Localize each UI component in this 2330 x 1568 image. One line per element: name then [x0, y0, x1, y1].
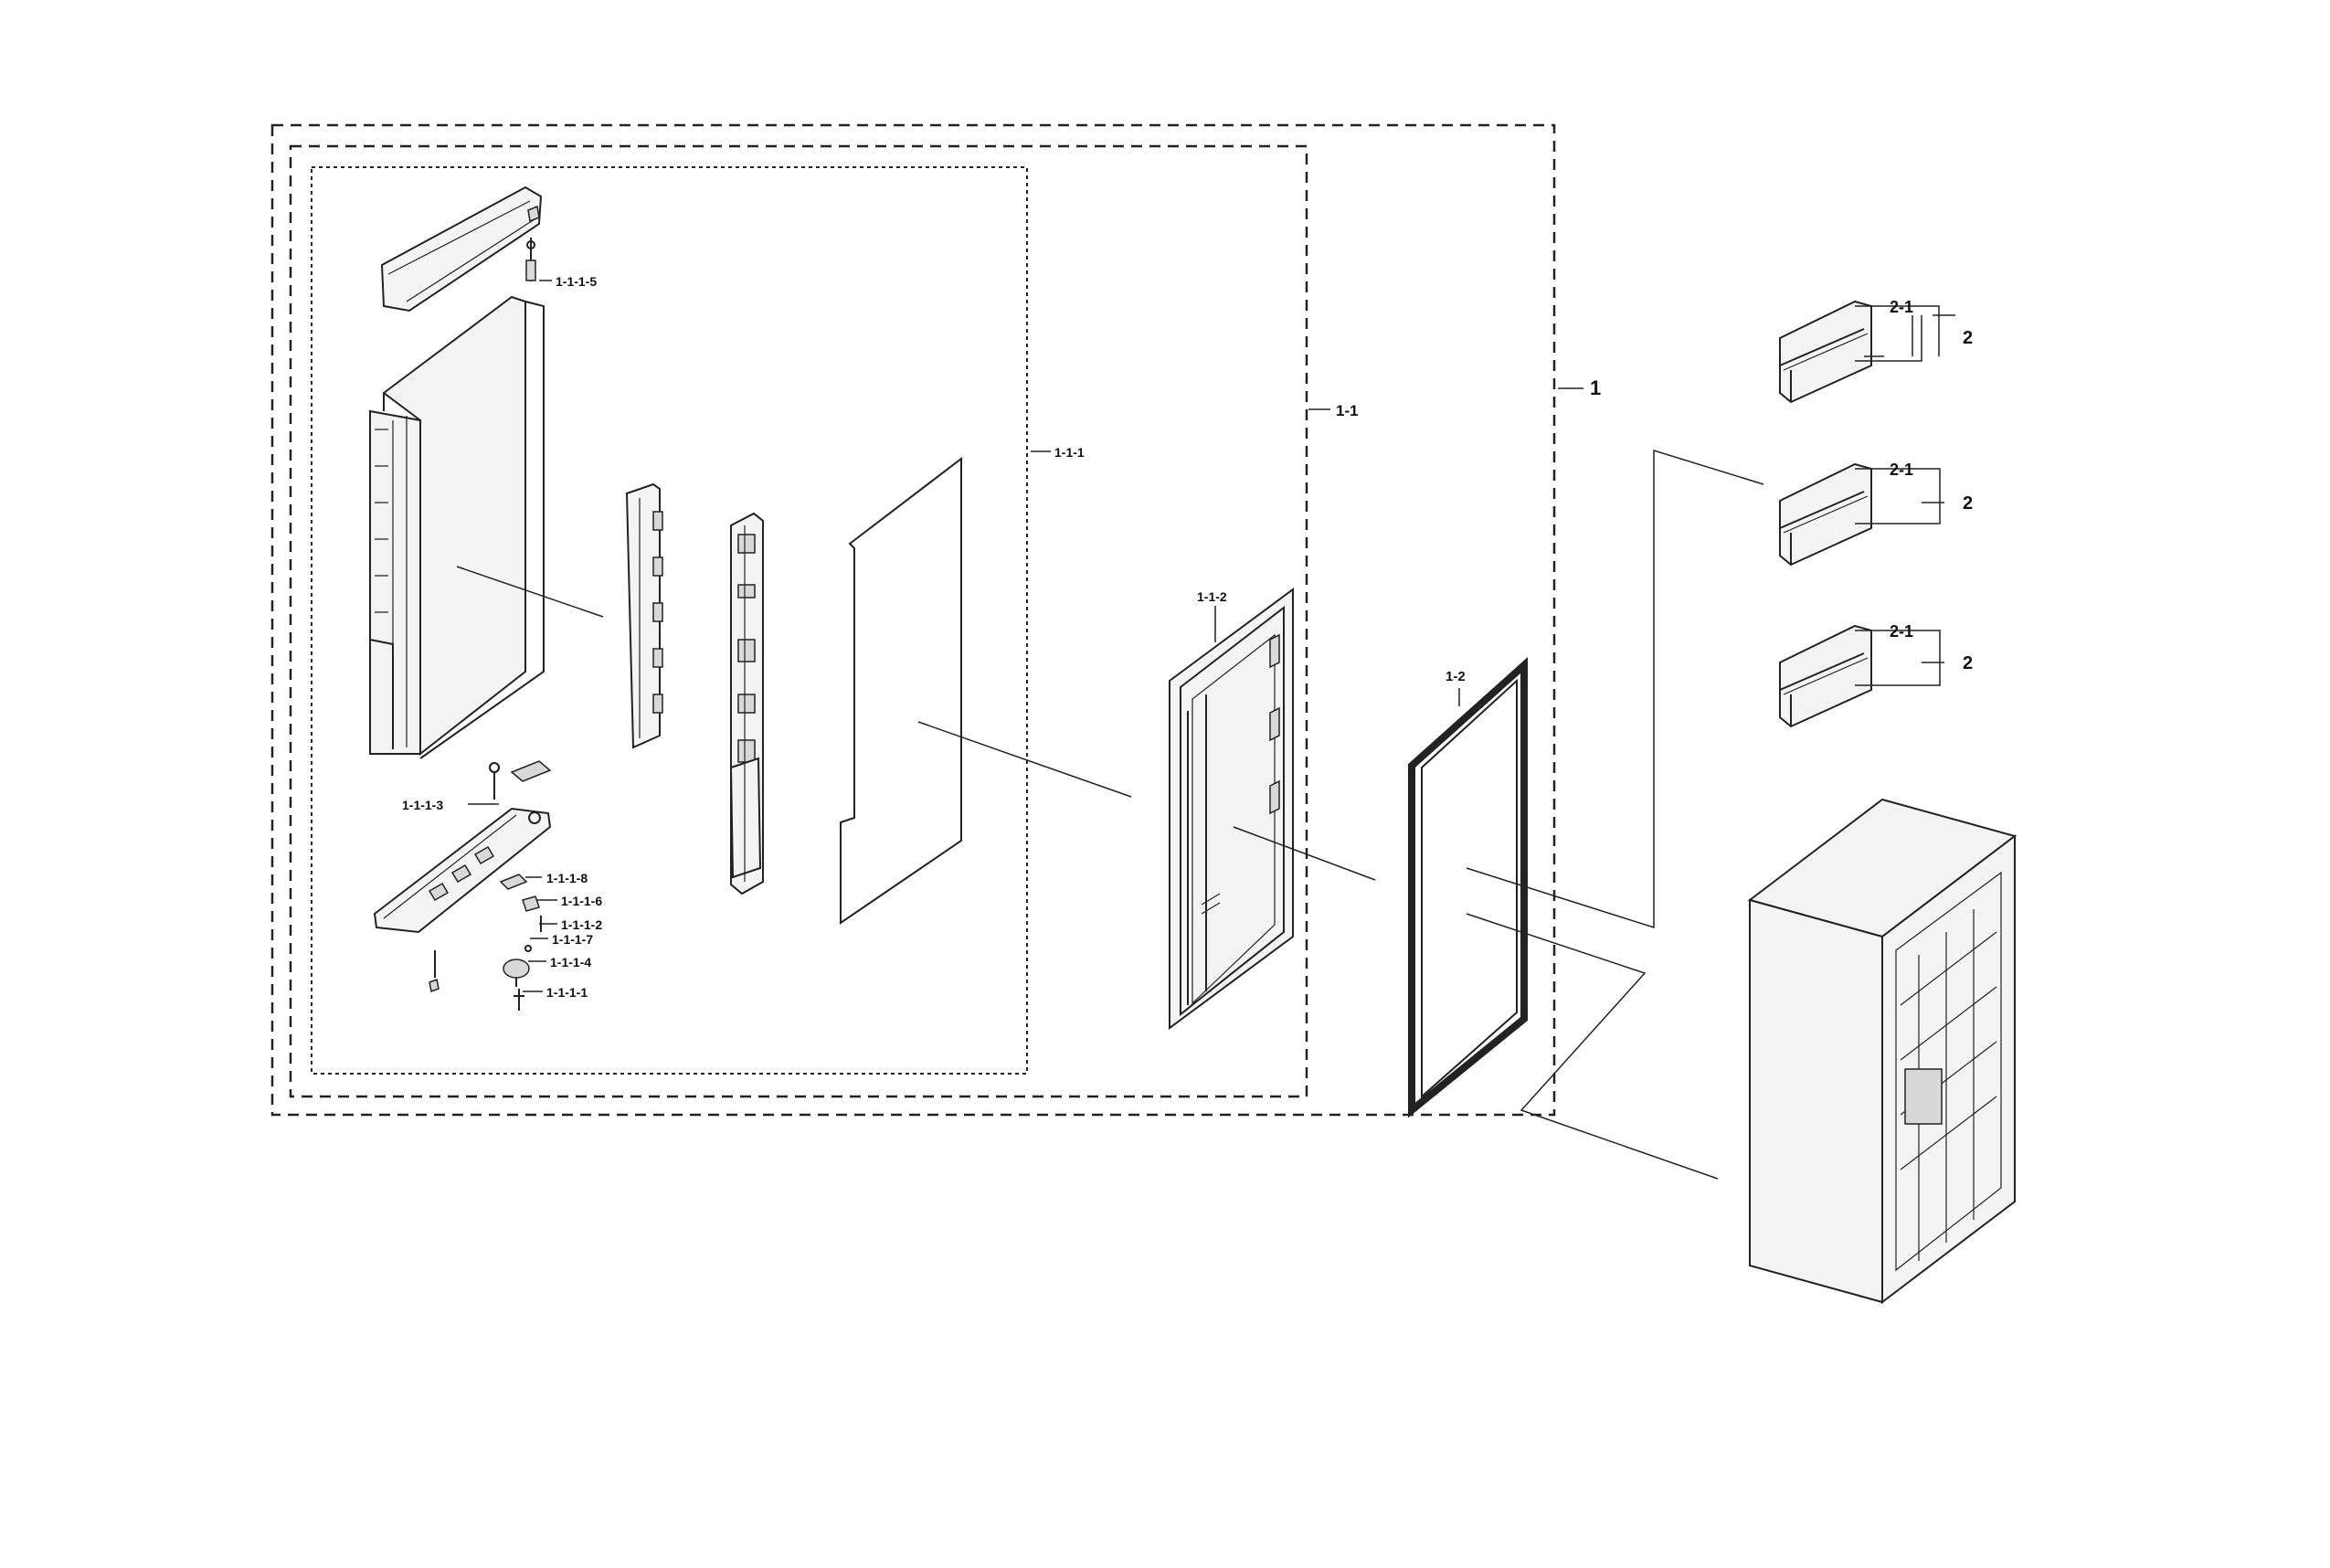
label-2-bottom: 2 — [1963, 653, 1973, 673]
refrigerator-cabinet — [1747, 798, 2018, 1305]
door-bin-2-1-middle — [1779, 462, 1872, 567]
door-cap-top — [380, 185, 543, 313]
label-2-1-top: 2-1 — [1890, 298, 1913, 316]
label-1: 1 — [1590, 376, 1601, 399]
door-hinge-trim — [729, 512, 764, 895]
door-bin-2-1-bottom — [1779, 624, 1872, 728]
label-1-1-1-5: 1-1-1-5 — [556, 274, 597, 289]
door-outer-panel — [369, 295, 545, 759]
leader-lines — [456, 449, 1764, 1180]
hinge-pin-1-1-1-8 — [499, 874, 528, 890]
label-1-1-1: 1-1-1 — [1054, 445, 1085, 460]
label-1-1-1-8: 1-1-1-8 — [546, 871, 588, 885]
door-inner-liner-1-1-2 — [1169, 588, 1294, 1030]
label-2-top: 2 — [1963, 328, 1973, 348]
label-2-1-bottom: 2-1 — [1890, 622, 1913, 641]
label-1-1: 1-1 — [1336, 402, 1359, 419]
washer-1-1-1-7 — [524, 945, 532, 952]
door-side-trim — [625, 482, 663, 749]
group-1-1-boundary — [289, 144, 1308, 1098]
screw-1-1-1-5 — [525, 238, 536, 281]
door-bin-2-1-top — [1779, 300, 1872, 404]
label-1-1-1-4: 1-1-1-4 — [550, 955, 591, 969]
label-2-1-middle: 2-1 — [1890, 461, 1913, 479]
label-1-2: 1-2 — [1446, 669, 1466, 684]
label-1-1-1-1: 1-1-1-1 — [546, 985, 588, 1000]
label-1-1-1-6: 1-1-1-6 — [561, 894, 602, 908]
door-insulation-sheet — [840, 456, 962, 925]
part-labels: 1 1-1 1-1-1 1-1-1-5 1-1-1-3 1-1-1-8 1-1-… — [402, 274, 1973, 1000]
hinge-cam-1-1-1-6 — [522, 895, 540, 912]
group-1-boundary — [270, 123, 1556, 1117]
bolt-1-1-1-1 — [514, 989, 524, 1011]
callout-ticks — [468, 280, 1955, 992]
door-gasket-1-2 — [1408, 657, 1528, 1118]
label-1-1-2: 1-1-2 — [1197, 589, 1227, 604]
screw-1-1-1-3 — [489, 762, 500, 800]
hinge-shaft-1-1-1-4 — [503, 959, 530, 987]
stopper-small — [429, 950, 440, 993]
label-1-1-1-2: 1-1-1-2 — [561, 917, 602, 932]
label-1-1-1-7: 1-1-1-7 — [552, 932, 593, 947]
label-2-middle: 2 — [1963, 493, 1973, 514]
label-1-1-1-3: 1-1-1-3 — [402, 798, 443, 812]
hinge-bracket-assembly — [373, 760, 552, 934]
